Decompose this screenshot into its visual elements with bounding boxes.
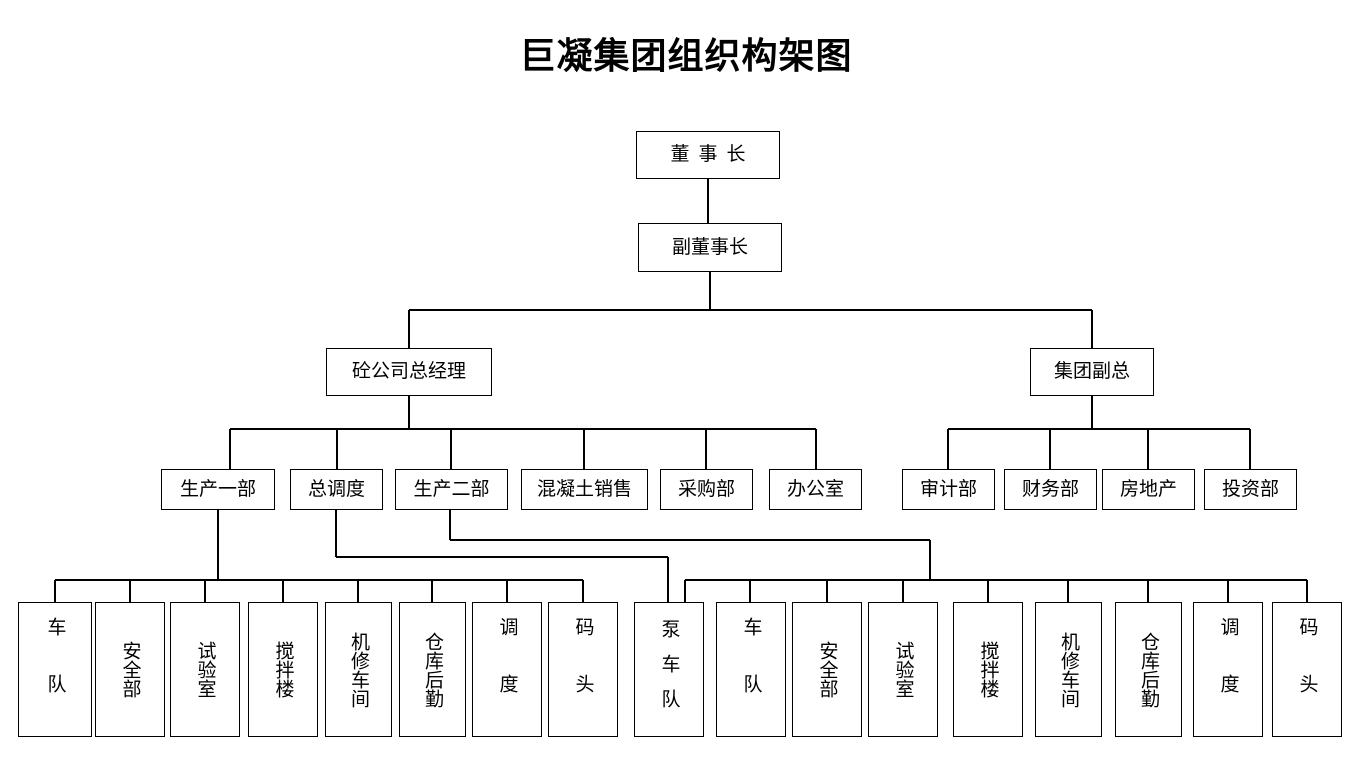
unit-line2-machine-shop[interactable]: 机修车间 [1035,602,1102,737]
unit-line2-warehouse[interactable]: 仓库后勤 [1115,602,1182,737]
dept-production-2[interactable]: 生产二部 [395,469,508,510]
dept-audit[interactable]: 审计部 [902,469,995,510]
dept-investment[interactable]: 投资部 [1204,469,1297,510]
dept-general-dispatch[interactable]: 总调度 [290,469,383,510]
unit-line2-dock[interactable]: 码头 [1272,602,1342,737]
unit-line1-fleet[interactable]: 车队 [18,602,92,737]
dept-real-estate[interactable]: 房地产 [1102,469,1195,510]
dept-purchasing[interactable]: 采购部 [660,469,753,510]
unit-line2-fleet[interactable]: 车队 [716,602,786,737]
unit-line1-safety[interactable]: 安全部 [95,602,165,737]
node-vice-chairman[interactable]: 副董事长 [638,223,782,272]
unit-line1-lab[interactable]: 试验室 [170,602,240,737]
dept-finance[interactable]: 财务部 [1004,469,1097,510]
unit-line1-mixing-tower[interactable]: 搅拌楼 [248,602,318,737]
dept-concrete-sales[interactable]: 混凝土销售 [521,469,648,510]
unit-line2-lab[interactable]: 试验室 [868,602,938,737]
unit-line2-mixing-tower[interactable]: 搅拌楼 [953,602,1023,737]
node-chairman[interactable]: 董事长 [636,131,780,179]
dept-office[interactable]: 办公室 [769,469,862,510]
unit-line2-pump-fleet[interactable]: 泵车队 [634,602,704,737]
unit-line2-safety[interactable]: 安全部 [792,602,862,737]
node-concrete-gm[interactable]: 砼公司总经理 [326,348,492,396]
unit-line1-dock[interactable]: 码头 [548,602,618,737]
dept-production-1[interactable]: 生产一部 [161,469,275,510]
unit-line1-warehouse[interactable]: 仓库后勤 [399,602,466,737]
page-title: 巨凝集团组织构架图 [519,35,853,77]
node-group-vp[interactable]: 集团副总 [1030,348,1154,396]
unit-line1-machine-shop[interactable]: 机修车间 [325,602,392,737]
unit-line1-dispatch[interactable]: 调度 [472,602,542,737]
unit-line2-dispatch[interactable]: 调度 [1193,602,1263,737]
